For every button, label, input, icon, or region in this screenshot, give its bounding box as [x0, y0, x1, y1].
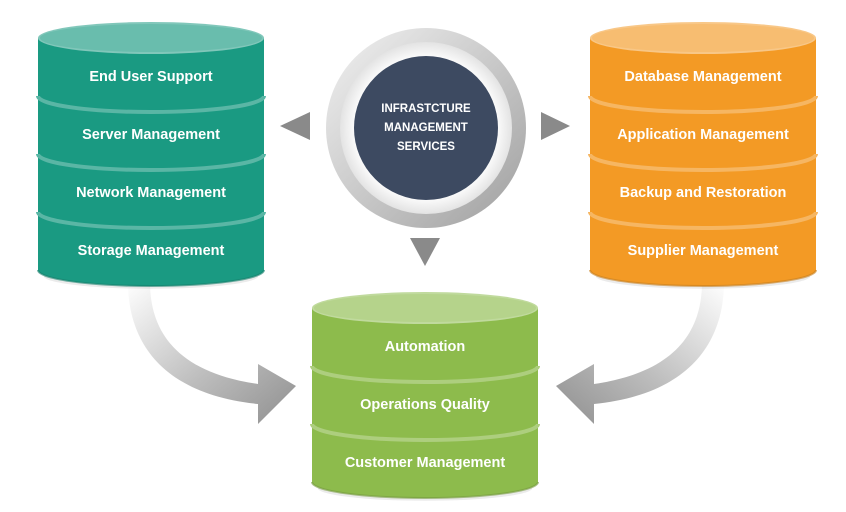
right-stack-segment-1: Database Management — [589, 38, 817, 113]
left-stack-lid — [38, 22, 264, 54]
center-title-line-1: INFRASTCTURE — [381, 103, 471, 115]
arrow-right-icon — [541, 112, 570, 140]
center-title-line-2: MANAGEMENT — [384, 122, 468, 134]
right-stack-segment-2: Application Management — [588, 95, 818, 171]
arrow-left-icon — [280, 112, 310, 140]
bottom-stack-segment-3: Customer Management — [310, 423, 540, 499]
right-stack-segment-4: Supplier Management — [588, 211, 818, 287]
curved-arrow-right — [556, 282, 724, 424]
bottom-stack-label-1: Automation — [385, 339, 466, 355]
right-stack-label-2: Application Management — [617, 127, 789, 143]
bottom-stack-label-3: Customer Management — [345, 455, 506, 471]
right-stack-label-3: Backup and Restoration — [620, 185, 787, 201]
center-hub: INFRASTCTURE MANAGEMENT SERVICES — [326, 28, 526, 228]
left-stack-segment-4: Storage Management — [36, 211, 266, 287]
curved-arrow-left — [128, 282, 296, 424]
center-title-line-3: SERVICES — [397, 141, 455, 153]
left-stack-label-1: End User Support — [89, 69, 212, 85]
left-stack-label-2: Server Management — [82, 127, 220, 143]
arrow-down-icon — [410, 238, 440, 266]
left-stack-label-3: Network Management — [76, 185, 226, 201]
right-stack-label-1: Database Management — [624, 69, 781, 85]
right-stack-segment-3: Backup and Restoration — [588, 153, 818, 229]
right-stack-lid — [590, 22, 816, 54]
right-stack-label-4: Supplier Management — [628, 243, 779, 259]
bottom-stack-label-2: Operations Quality — [360, 397, 490, 413]
left-stack-label-4: Storage Management — [78, 243, 225, 259]
bottom-stack-lid — [312, 292, 538, 324]
